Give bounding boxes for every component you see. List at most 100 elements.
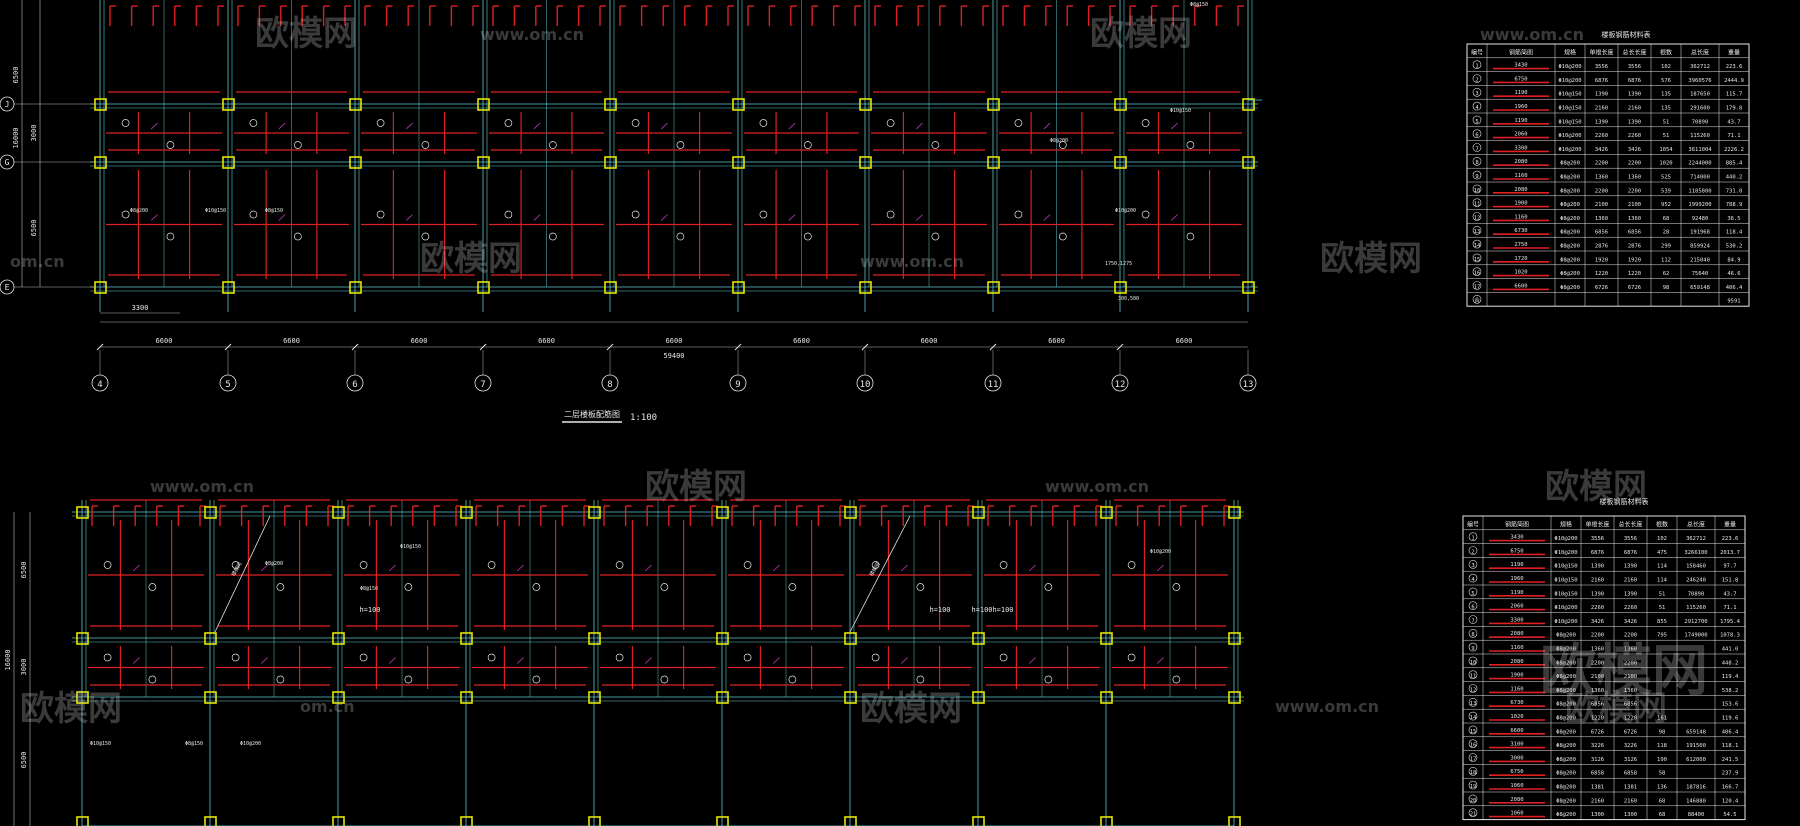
table-cell: 合 (1474, 296, 1480, 304)
slab-thickness-label: h=100 (359, 606, 380, 614)
leader-line (1043, 122, 1051, 130)
table-cell: 14 (1474, 243, 1481, 249)
table-cell: 2080 (1514, 159, 1527, 165)
table-header-cell: 总长长度 (1622, 48, 1646, 56)
stair-diagonal (214, 515, 271, 633)
row-id-circle (1468, 780, 1478, 790)
table-cell: Φ8@200 (1560, 188, 1580, 194)
dimension-text: 3000 (20, 659, 28, 676)
table-cell: Φ8@200 (1560, 244, 1580, 250)
column (349, 281, 362, 294)
table-cell: 448.2 (1722, 660, 1739, 666)
rebar-id-circle (999, 653, 1008, 662)
leader-line (1043, 214, 1051, 221)
table-cell: 14 (1470, 715, 1477, 721)
table-cell: Φ10@200 (1554, 550, 1577, 556)
rebar-id-circle (1014, 210, 1023, 219)
dimension-text: 6600 (283, 337, 300, 345)
column (732, 98, 745, 111)
row-id-circle (1472, 253, 1482, 263)
watermark-url: www.om.cn (1045, 477, 1149, 496)
table-cell: 1360 (1595, 175, 1608, 181)
table-cell: Φ8@200 (1556, 716, 1576, 722)
table-cell: 3226 (1591, 743, 1604, 749)
table-header-cell: 总长度 (1687, 520, 1705, 528)
dimension-text: 3300 (132, 304, 149, 312)
table-cell: Φ8@200 (1556, 688, 1576, 694)
table-cell: 3300 (1514, 145, 1527, 151)
table-cell: 7 (1471, 618, 1474, 624)
column-axis-label: 6 (352, 380, 357, 390)
dimension-text: 6500 (12, 67, 20, 84)
drawing-caption: 二层楼板配筋图 1:100 (562, 409, 657, 423)
table-cell: Φ8@200 (1560, 230, 1580, 236)
table-cell: 3556 (1628, 64, 1641, 70)
watermark-layer: 欧模网 欧模网 欧模网 欧模网 欧模网 欧模网 欧模网 欧模网 欧模网 欧模网 … (10, 14, 1708, 729)
dimension-text: 6500 (30, 220, 38, 237)
table-cell: 1900 (1514, 201, 1527, 207)
leader-line (1156, 657, 1164, 664)
table-cell: 3266100 (1684, 550, 1707, 556)
leader-line (772, 657, 780, 664)
table-cell: 18 (1470, 770, 1477, 776)
caption-title: 二层楼板配筋图 (564, 409, 620, 419)
table-header-cell: 重量 (1724, 520, 1736, 528)
table-cell: 3426 (1624, 619, 1637, 625)
table-cell: 1390 (1591, 564, 1604, 570)
leader-line (788, 122, 796, 130)
column (1100, 632, 1113, 645)
column (94, 156, 107, 169)
leader-line (900, 657, 908, 664)
table-cell: Φ10@200 (1558, 78, 1581, 84)
table-cell: 2200 (1591, 660, 1604, 666)
dimension-text: 6600 (793, 337, 810, 345)
table-cell: 6726 (1595, 285, 1608, 291)
table-cell: 68 (1659, 812, 1666, 818)
rebar-id-circle (231, 561, 240, 569)
leader-line (788, 214, 796, 221)
table-cell: Φ10@200 (1558, 64, 1581, 70)
table-header-cell: 根数 (1660, 48, 1672, 56)
table-cell: 5 (1471, 591, 1474, 597)
row-id-circle (1468, 670, 1478, 680)
rebar-id-circle (931, 232, 940, 241)
rebar-id-circle (359, 653, 368, 662)
column-axis-label: 4 (97, 380, 102, 390)
slab-thickness-label: h=100 (992, 606, 1013, 614)
rebar-id-circle (1058, 232, 1067, 241)
dim-tick (606, 343, 614, 351)
row-id-circle (1472, 143, 1482, 152)
table-cell: 2200 (1624, 660, 1637, 666)
table-cell: 2244000 (1688, 161, 1711, 167)
table-cell: 3126 (1624, 757, 1637, 763)
table-cell: 1900 (1510, 673, 1523, 679)
table-cell: 92480 (1692, 216, 1709, 222)
table-cell: 1390 (1624, 591, 1637, 597)
table-cell: 2260 (1628, 133, 1641, 139)
column (460, 632, 473, 645)
table-cell: 859924 (1690, 244, 1711, 250)
table-cell: Φ8@200 (1556, 757, 1576, 763)
watermark-url: www.om.cn (150, 477, 254, 496)
rebar-id-circle (1172, 675, 1181, 684)
rebar-id-circle (421, 232, 430, 241)
column (716, 632, 729, 645)
column (987, 98, 1000, 111)
table-cell: 118.4 (1726, 230, 1743, 236)
table-cell: 6 (1471, 605, 1474, 611)
table-cell: 362712 (1686, 536, 1706, 542)
leader-line (1156, 564, 1164, 572)
column (604, 281, 617, 294)
table-cell: 70890 (1692, 119, 1709, 125)
table-cell: 98 (1663, 285, 1670, 291)
column (844, 691, 857, 704)
table-cell: 6726 (1628, 285, 1641, 291)
table-cell: 11 (1470, 674, 1477, 680)
table-cell: 2444.9 (1724, 78, 1744, 84)
table-header-cell: 单根长度 (1589, 48, 1613, 56)
column (1228, 632, 1241, 645)
rebar-id-circle (1127, 653, 1136, 662)
watermark-brand: 欧模网 (1320, 239, 1422, 279)
table-cell: 3556 (1591, 536, 1604, 542)
